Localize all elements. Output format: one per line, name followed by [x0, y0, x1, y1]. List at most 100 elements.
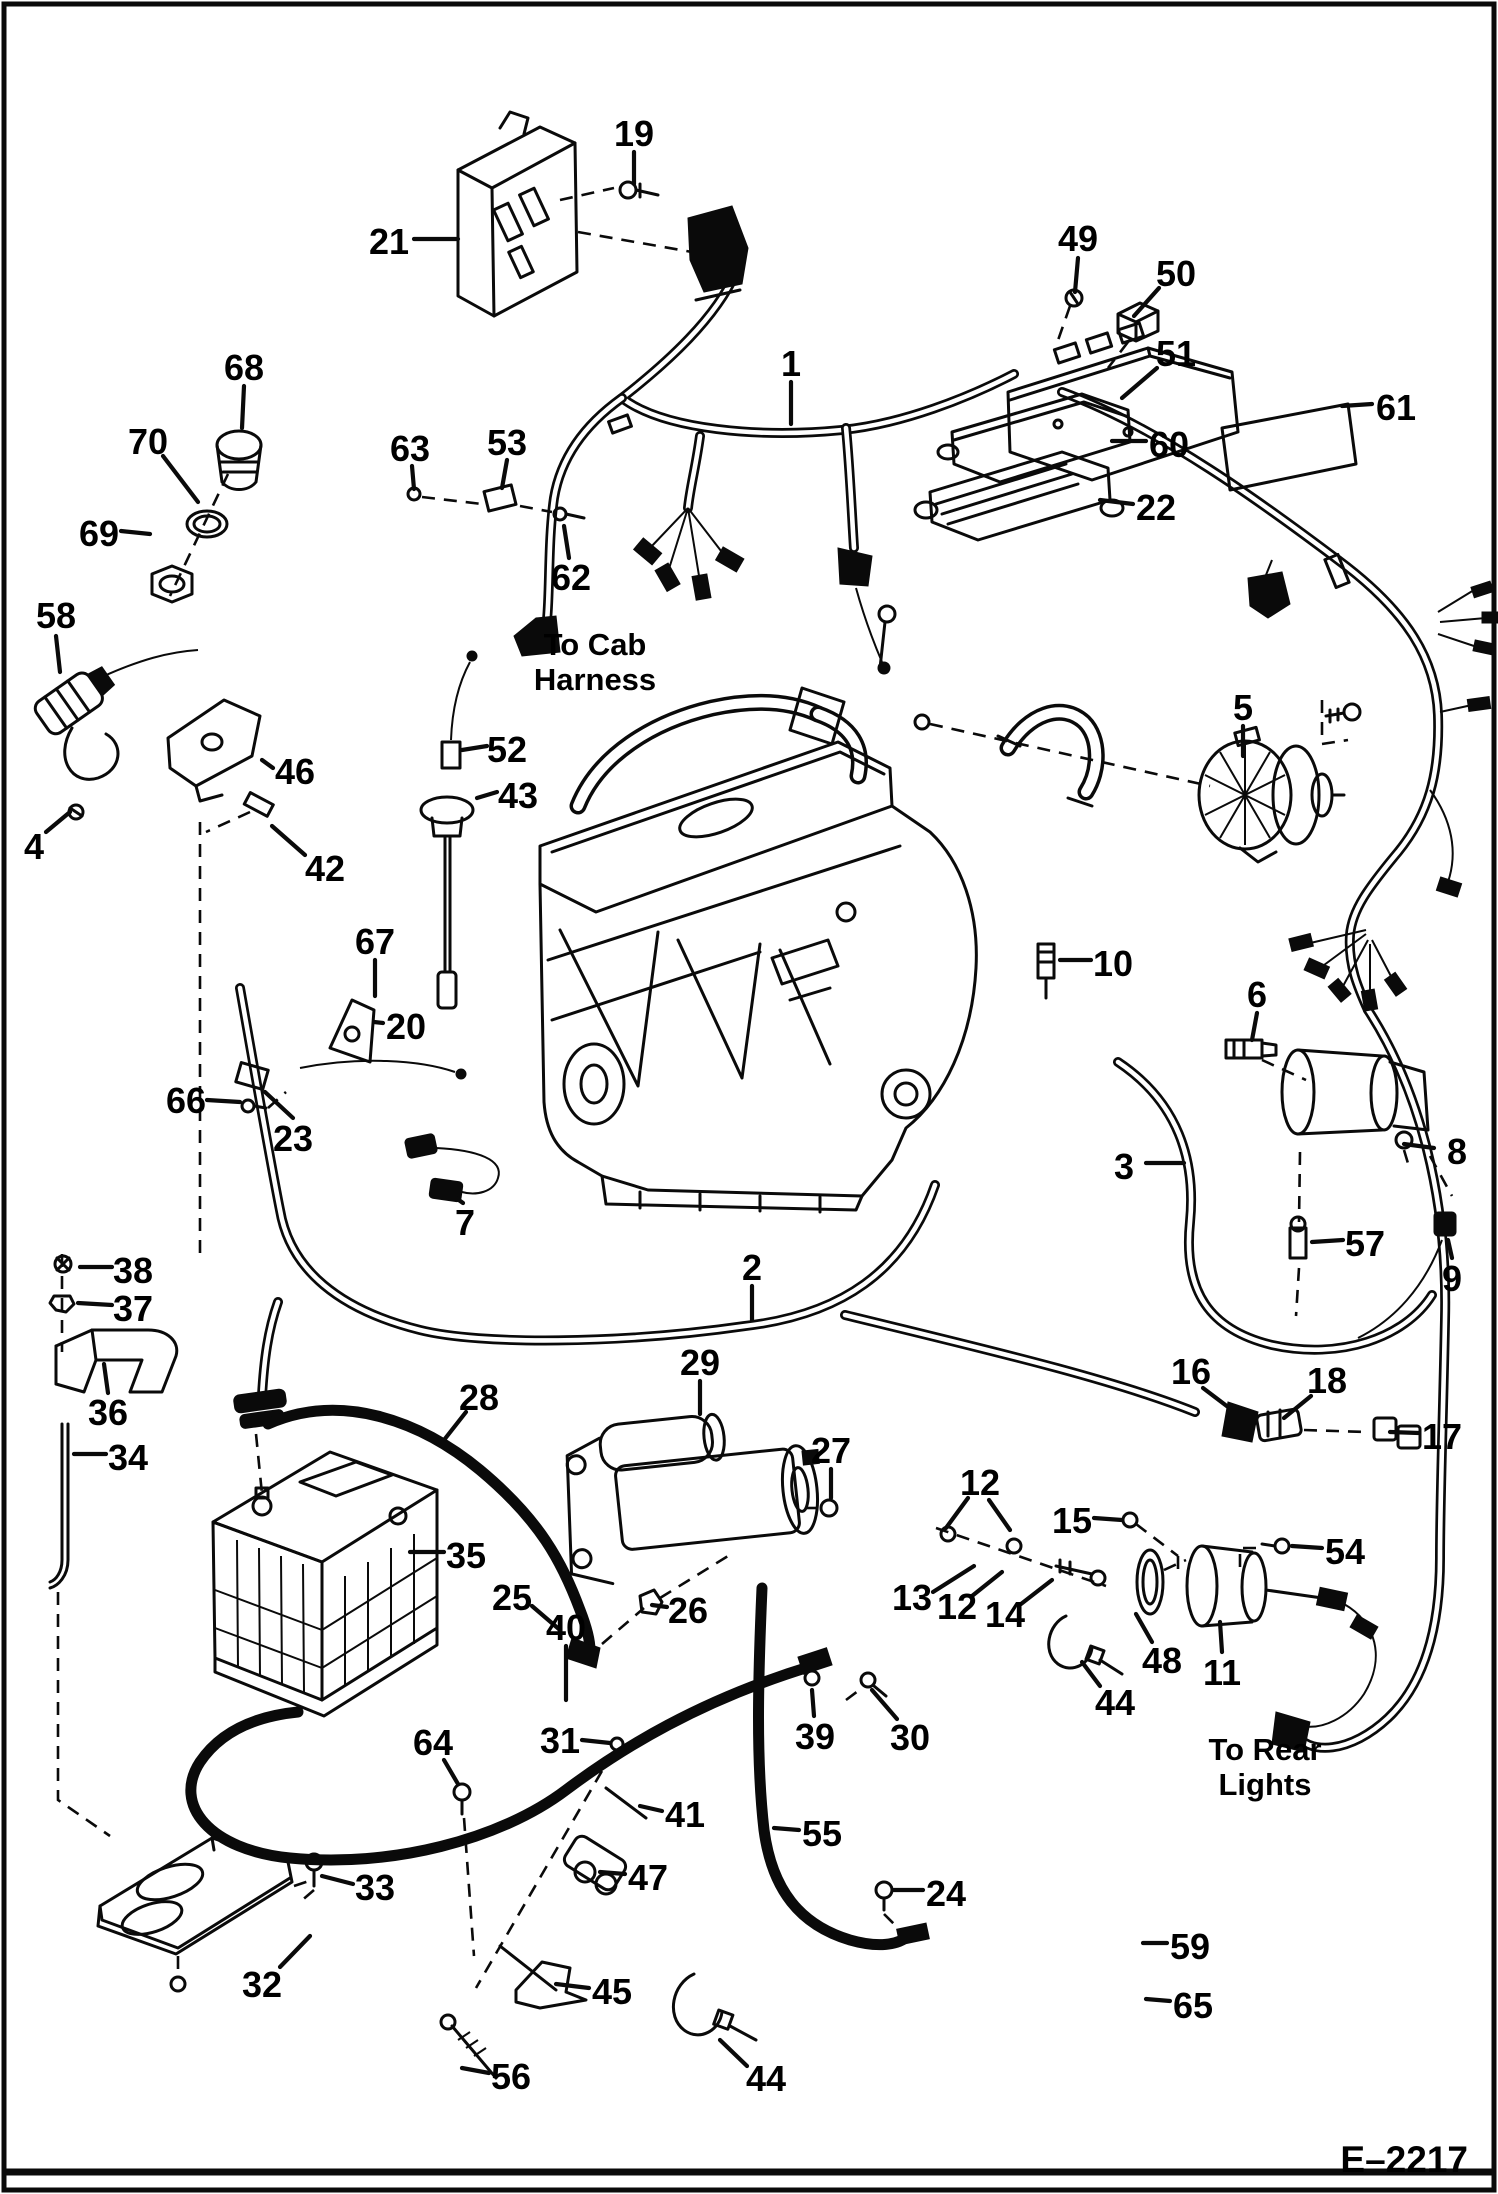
callout-44: 44	[1095, 1682, 1135, 1723]
callout-leader-20	[371, 1019, 386, 1026]
callout-69: 69	[79, 513, 119, 554]
callout-15: 15	[1052, 1500, 1092, 1541]
callout-67: 67	[355, 921, 395, 962]
rear-lights-wires	[1271, 1586, 1379, 1753]
harness-connector-fan	[513, 413, 891, 675]
right-harness-branches	[1247, 552, 1498, 1012]
callout-68: 68	[224, 347, 264, 388]
callout-25: 25	[492, 1577, 532, 1618]
callout-leader-48	[1133, 1611, 1155, 1645]
callout-leader-4	[43, 809, 73, 835]
callout-44: 44	[746, 2058, 786, 2099]
callout-53: 53	[487, 422, 527, 463]
callout-5: 5	[1233, 687, 1253, 728]
bracket-46	[67, 698, 275, 1262]
callout-leader-39	[809, 1687, 817, 1719]
battery-cable-28	[233, 1388, 729, 1669]
callout-leader-12	[986, 1497, 1013, 1533]
clamp-47	[562, 1834, 628, 1896]
callout-63: 63	[390, 428, 430, 469]
callout-38: 38	[113, 1250, 153, 1291]
callout-51: 51	[1156, 333, 1196, 374]
callout-17: 17	[1422, 1416, 1462, 1457]
callout-leader-22	[1097, 497, 1136, 507]
bolt-33	[299, 1852, 324, 1903]
callout-32: 32	[242, 1964, 282, 2005]
wingnut-38	[53, 1254, 73, 1274]
callout-13: 13	[892, 1577, 932, 1618]
cover-50	[1116, 301, 1160, 343]
alternator-5	[913, 700, 1362, 864]
callout-leader-49	[1072, 255, 1081, 295]
callout-leader-50	[1131, 285, 1162, 319]
callout-leader-69	[118, 528, 153, 537]
engine-illustration	[538, 604, 1105, 1214]
callout-9: 9	[1442, 1258, 1462, 1299]
fuse-box	[456, 110, 693, 318]
bracket-45	[498, 1944, 588, 2010]
callout-leader-58	[53, 633, 63, 675]
callout-leader-14	[1018, 1577, 1055, 1607]
fuel-shutoff-solenoid	[1280, 1048, 1454, 1317]
bolt-64	[452, 1782, 476, 1957]
callout-leader-66	[204, 1097, 243, 1105]
callout-56: 56	[491, 2056, 531, 2097]
callout-leader-68	[239, 383, 247, 431]
callout-47: 47	[628, 1857, 668, 1898]
solenoid-11-48	[1135, 1544, 1324, 1628]
callout-46: 46	[275, 751, 315, 792]
callout-37: 37	[113, 1288, 153, 1329]
callout-leader-30	[869, 1687, 900, 1722]
callout-60: 60	[1149, 424, 1189, 465]
callout-leader-13	[930, 1563, 977, 1595]
callout-leader-65	[1143, 1996, 1173, 2004]
callout-1: 1	[781, 343, 801, 384]
connector-58	[33, 649, 199, 781]
hold-down-rod-34	[48, 1254, 111, 1838]
decal-61	[1220, 402, 1358, 492]
callout-leader-25	[529, 1603, 563, 1633]
callout-45: 45	[592, 1971, 632, 2012]
callout-leader-31	[579, 1737, 613, 1746]
nut-31	[474, 1736, 625, 1989]
callout-24: 24	[926, 1873, 966, 1914]
starter-29	[565, 1412, 820, 1586]
clamp-36	[54, 1328, 179, 1394]
callout-7: 7	[455, 1202, 475, 1243]
hardware-12-13-14	[935, 1525, 1107, 1588]
callout-54: 54	[1325, 1531, 1365, 1572]
callout-leader-17	[1387, 1429, 1422, 1436]
callout-8: 8	[1447, 1131, 1467, 1172]
callout-leader-42	[269, 823, 308, 858]
callout-21: 21	[369, 221, 409, 262]
jumper-wire-7	[404, 1133, 500, 1203]
callout-leader-41	[637, 1803, 665, 1814]
callout-28: 28	[459, 1377, 499, 1418]
callout-leader-11	[1217, 1619, 1225, 1655]
connector-9	[1357, 1211, 1457, 1339]
callout-leader-33	[319, 1873, 356, 1887]
bracket-20	[328, 998, 376, 1064]
callout-leader-18	[1281, 1393, 1314, 1421]
callout-22: 22	[1136, 487, 1176, 528]
callout-36: 36	[88, 1392, 128, 1433]
battery-tray-32	[96, 1836, 313, 1993]
callout-leader-52	[459, 743, 490, 753]
callout-leader-63	[409, 463, 417, 492]
regulator-22	[913, 450, 1125, 542]
callout-leader-43	[474, 789, 500, 801]
callout-34: 34	[108, 1437, 148, 1478]
callout-leader-47	[597, 1869, 628, 1877]
relay-51	[1006, 305, 1240, 482]
callout-52: 52	[487, 729, 527, 770]
callout-40: 40	[546, 1607, 586, 1648]
callout-23: 23	[273, 1118, 313, 1159]
connector-17	[1372, 1416, 1422, 1450]
screw-56	[439, 2013, 498, 2080]
callout-leader-44	[1079, 1659, 1103, 1689]
key-switch-parts	[150, 429, 263, 604]
